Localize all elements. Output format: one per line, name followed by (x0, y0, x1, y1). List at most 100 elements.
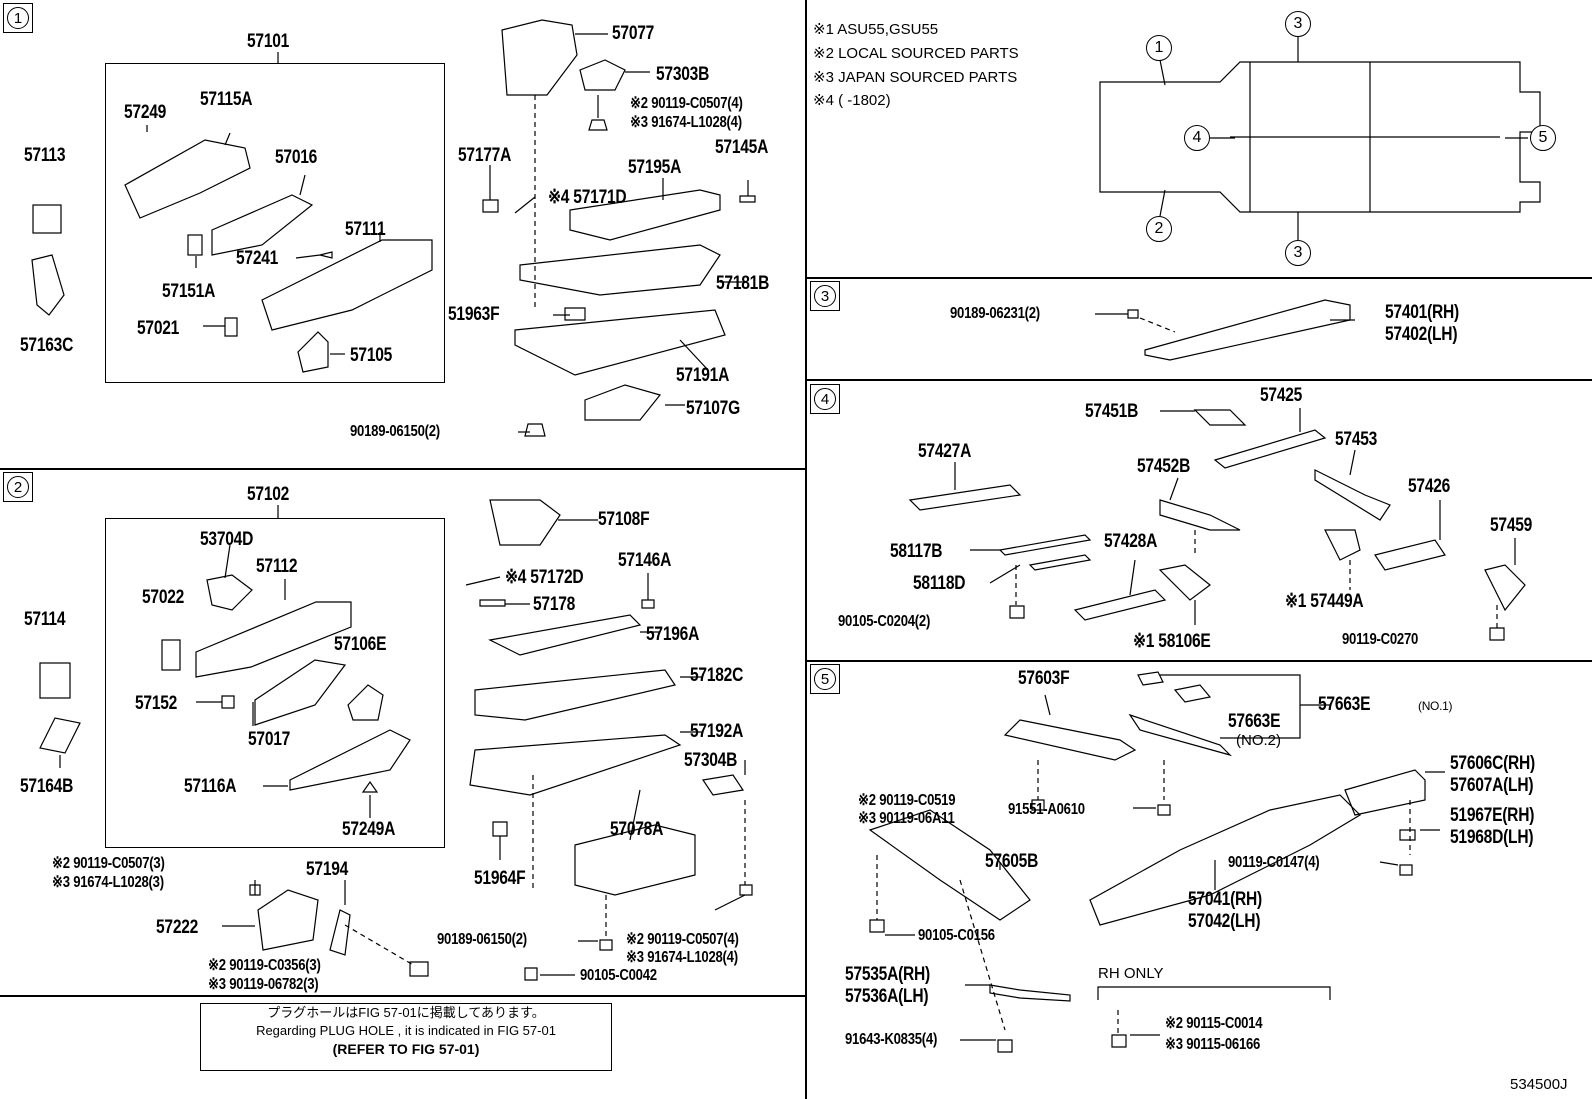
part-label[interactable]: 57191A (676, 365, 730, 386)
part-label[interactable]: 57163C (20, 335, 74, 356)
part-label[interactable]: 57115A (200, 89, 253, 110)
bolt-label[interactable]: 90189-06150(2) (350, 423, 440, 440)
bolt-label[interactable]: 90189-06150(2) (437, 931, 527, 948)
part-label[interactable]: 57249 (124, 102, 167, 123)
part-label[interactable]: 57112 (256, 556, 298, 577)
part-label[interactable]: 57401(RH) (1385, 302, 1459, 323)
divider-s4-s5 (805, 660, 1592, 662)
part-label[interactable]: 57146A (618, 550, 672, 571)
bolt-label[interactable]: 90119-C0270 (1342, 631, 1419, 648)
legend-note-1: ※1 ASU55,GSU55 (813, 21, 939, 38)
part-label[interactable]: 51967E(RH) (1450, 805, 1535, 826)
part-label[interactable]: 57042(LH) (1188, 911, 1261, 932)
part-label[interactable]: 57177A (458, 145, 512, 166)
part-label[interactable]: 57605B (985, 851, 1039, 872)
part-label[interactable]: 57108F (598, 509, 650, 530)
part-label[interactable]: ※4 57171D (548, 187, 627, 208)
bolt-label[interactable]: 91643-K0835(4) (845, 1031, 938, 1048)
part-label[interactable]: 57194 (306, 859, 349, 880)
part-label[interactable]: 57452B (1137, 456, 1191, 477)
part-label[interactable]: 57663E (1318, 694, 1371, 715)
bolt-label[interactable]: ※2 90115-C0014 (1165, 1015, 1263, 1032)
part-label[interactable]: 57178 (533, 594, 576, 615)
bolt-label[interactable]: ※3 91674-L1028(3) (52, 874, 164, 891)
bolt-label[interactable]: ※2 90119-C0356(3) (208, 957, 321, 974)
part-label[interactable]: 57111 (345, 219, 386, 240)
part-label[interactable]: 57106E (334, 634, 387, 655)
part-label[interactable]: 53704D (200, 529, 254, 550)
part-57113-shape (32, 204, 62, 234)
part-label[interactable]: 57114 (24, 609, 66, 630)
part-label[interactable]: 57016 (275, 147, 318, 168)
bolt-label[interactable]: ※2 90119-C0507(3) (52, 855, 165, 872)
part-label[interactable]: 57017 (248, 729, 291, 750)
part-label[interactable]: 57222 (156, 917, 199, 938)
bolt-label[interactable]: 90105-C0042 (580, 967, 657, 984)
part-qualifier: (NO.1) (1418, 699, 1453, 713)
part-label[interactable]: 51963F (448, 304, 500, 325)
bolt-label[interactable]: ※2 90119-C0507(4) (630, 95, 743, 112)
part-label[interactable]: 57077 (612, 23, 655, 44)
bolt-label[interactable]: 91551-A0610 (1008, 801, 1085, 818)
part-label[interactable]: 57459 (1490, 515, 1533, 536)
part-label[interactable]: 57021 (137, 318, 180, 339)
bolt-label[interactable]: ※3 90115-06166 (1165, 1036, 1261, 1053)
part-label[interactable]: 57426 (1408, 476, 1451, 497)
part-label[interactable]: 57451B (1085, 401, 1139, 422)
part-label[interactable]: 57022 (142, 587, 185, 608)
part-label[interactable]: 57536A(LH) (845, 986, 929, 1007)
bolt-label[interactable]: 90105-C0204(2) (838, 613, 931, 630)
bolt-label[interactable]: ※3 91674-L1028(4) (630, 114, 742, 131)
bolt-label[interactable]: 90105-C0156 (918, 927, 995, 944)
part-label[interactable]: 57427A (918, 441, 972, 462)
part-label[interactable]: 57041(RH) (1188, 889, 1262, 910)
part-label[interactable]: 57192A (690, 721, 744, 742)
bolt-label[interactable]: ※2 90119-C0507(4) (626, 931, 739, 948)
bolt-label[interactable]: ※2 90119-C0519 (858, 792, 956, 809)
bolt-label[interactable]: ※3 90119-06A11 (858, 810, 955, 827)
part-label[interactable]: 57606C(RH) (1450, 753, 1535, 774)
part-label[interactable]: 57151A (162, 281, 216, 302)
part-label[interactable]: 57303B (656, 64, 710, 85)
bolt-label[interactable]: ※3 91674-L1028(4) (626, 949, 738, 966)
part-label[interactable]: 57113 (24, 145, 66, 166)
bolt-label[interactable]: 90119-C0147(4) (1228, 854, 1320, 871)
part-label[interactable]: 57603F (1018, 668, 1070, 689)
part-label[interactable]: 57164B (20, 776, 74, 797)
part-label[interactable]: 57402(LH) (1385, 324, 1458, 345)
part-label[interactable]: 57107G (686, 398, 740, 419)
part-label[interactable]: 58118D (913, 573, 966, 594)
part-label[interactable]: 57535A(RH) (845, 964, 930, 985)
part-label[interactable]: 57105 (350, 345, 393, 366)
bolt-label[interactable]: 90189-06231(2) (950, 305, 1040, 322)
part-label[interactable]: ※1 58106E (1133, 631, 1211, 652)
part-label[interactable]: 57116A (184, 776, 237, 797)
part-label[interactable]: 51968D(LH) (1450, 827, 1534, 848)
part-label[interactable]: 57663E (1228, 711, 1281, 732)
part-label[interactable]: 57195A (628, 157, 682, 178)
part-label[interactable]: 57182C (690, 665, 744, 686)
part-label[interactable]: 51964F (474, 868, 526, 889)
part-label[interactable]: 57453 (1335, 429, 1378, 450)
note-line-jp: プラグホールはFIG 57-01に掲載してあります。 (267, 1005, 545, 1020)
part-label[interactable]: 57428A (1104, 531, 1158, 552)
part-label[interactable]: 57145A (715, 137, 769, 158)
part-label[interactable]: 57196A (646, 624, 700, 645)
assembly-label-57101[interactable]: 57101 (247, 31, 290, 52)
part-label[interactable]: 57152 (135, 693, 178, 714)
overview-marker-4: 4 (1184, 125, 1210, 151)
part-label[interactable]: 57078A (610, 819, 664, 840)
bolt-label[interactable]: ※3 90119-06782(3) (208, 976, 319, 993)
part-label[interactable]: 57241 (236, 248, 279, 269)
part-label[interactable]: 57304B (684, 750, 738, 771)
part-label[interactable]: 58117B (890, 541, 943, 562)
part-label[interactable]: 57249A (342, 819, 396, 840)
part-label[interactable]: 57181B (716, 273, 770, 294)
part-label[interactable]: 57425 (1260, 385, 1303, 406)
part-label[interactable]: ※1 57449A (1285, 591, 1364, 612)
part-label[interactable]: ※4 57172D (505, 567, 584, 588)
legend-note-4: ※4 ( -1802) (813, 92, 891, 109)
part-label[interactable]: 57607A(LH) (1450, 775, 1534, 796)
assembly-label-57102[interactable]: 57102 (247, 484, 290, 505)
note-reference-link[interactable]: (REFER TO FIG 57-01) (332, 1041, 480, 1057)
